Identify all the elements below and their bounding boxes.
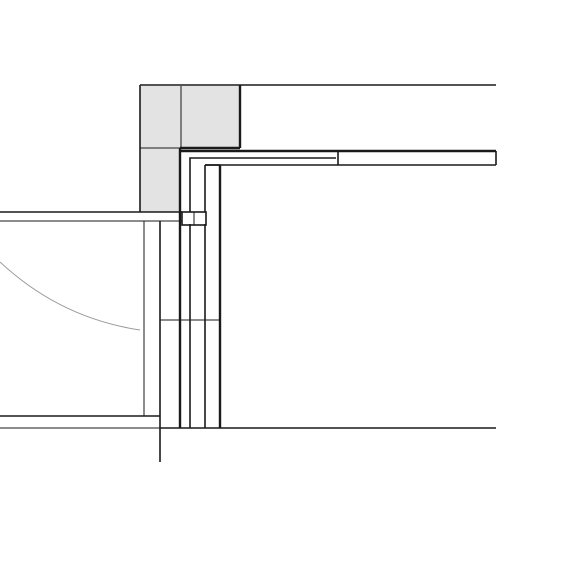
gray-corner-block xyxy=(140,86,240,212)
left-wall xyxy=(0,211,182,462)
jamb-members xyxy=(160,148,222,428)
door-swing-arc xyxy=(0,261,141,331)
top-slab xyxy=(139,84,496,212)
gray-block-upper xyxy=(140,86,240,148)
gray-block-lower xyxy=(140,148,180,212)
connector-bracket xyxy=(181,211,207,226)
head-rail-inner-corner xyxy=(189,157,336,212)
head-rail xyxy=(180,149,497,212)
